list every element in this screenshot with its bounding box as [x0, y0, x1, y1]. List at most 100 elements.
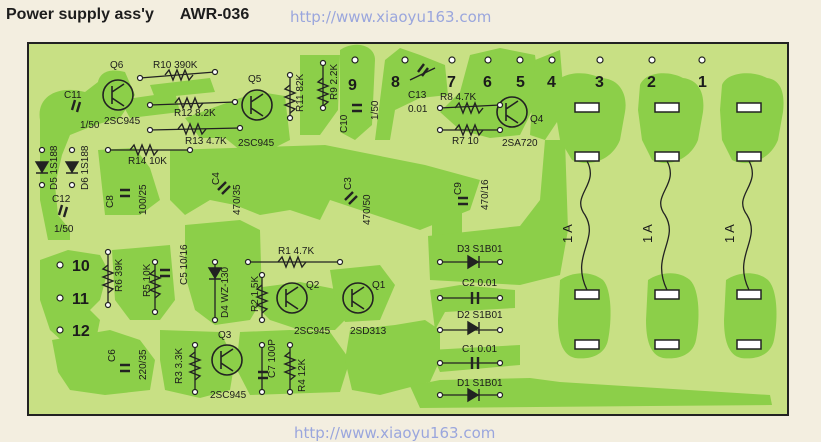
diode-d4: [207, 267, 223, 280]
label-c6: C6: [107, 349, 118, 362]
capacitor-c10: [352, 103, 362, 113]
diode-d3: [467, 254, 480, 270]
diode-d6: [64, 161, 80, 174]
resistor-r6: [101, 264, 115, 294]
label-r4: R4 12K: [297, 358, 308, 392]
label-c1: C1 0.01: [462, 344, 497, 355]
solder-holes: [38, 56, 706, 399]
label-r14: R14 10K: [128, 156, 167, 167]
resistor-r4: [283, 351, 297, 381]
label-c11-v: 1/50: [80, 120, 100, 131]
resistor-r3: [188, 351, 202, 381]
label-r8: R8 4.7K: [440, 92, 476, 103]
diode-d2: [467, 320, 480, 336]
label-q4: Q4: [530, 114, 544, 125]
pad-5: 5: [516, 74, 525, 91]
label-r10: R10 390K: [153, 60, 198, 71]
pad-3: 3: [595, 74, 604, 91]
resistor-r8: [454, 101, 484, 115]
label-c4-v: 470/35: [232, 184, 243, 215]
label-c10: C10: [339, 114, 350, 133]
transistor-q4: [496, 96, 528, 128]
label-c13-v: 0.01: [408, 104, 428, 115]
resistor-r14: [129, 143, 159, 157]
label-c13: C13: [408, 90, 427, 101]
pad-12: 12: [72, 323, 90, 340]
diode-symbols: [34, 161, 480, 403]
watermark-top: http://www.xiaoyu163.com: [290, 8, 492, 26]
label-q3: Q3: [218, 330, 232, 341]
component-labels: Q6 2SC945 R10 390K R12 8.2K Q5 2SC945 R1…: [49, 60, 544, 401]
label-c9-v: 470/16: [480, 179, 491, 210]
pad-1: 1: [698, 74, 707, 91]
capacitor-c7: [258, 370, 268, 380]
label-q5-type: 2SC945: [238, 138, 275, 149]
resistor-r5: [148, 269, 162, 299]
label-q2-type: 2SC945: [294, 326, 331, 337]
capacitor-c1: [470, 357, 480, 369]
label-c11: C11: [64, 90, 82, 101]
resistor-r1: [277, 255, 307, 269]
label-d4: D4 WZ-130: [220, 266, 231, 318]
label-r6: R6 39K: [114, 258, 125, 292]
pad-7: 7: [447, 74, 456, 91]
label-c3: C3: [343, 177, 354, 190]
diagram-title: Power supply ass'y AWR-036: [6, 6, 275, 24]
label-d2: D2 S1B01: [457, 310, 503, 321]
capacitor-bodies: [57, 63, 480, 380]
transistor-symbols: [102, 79, 528, 376]
label-c12-v: 1/50: [54, 224, 74, 235]
label-c9: C9: [453, 182, 464, 195]
diode-d5: [34, 161, 50, 174]
label-q4-type: 2SA720: [502, 138, 538, 149]
label-c10-v: 1/50: [370, 100, 381, 120]
fuse-rating-3: 1 A: [560, 224, 575, 243]
transistor-q3: [211, 344, 243, 376]
capacitor-c13: [417, 63, 429, 77]
label-d5: D5 1S188: [49, 145, 60, 190]
label-c7: C7 100P: [267, 339, 278, 378]
pad-4: 4: [547, 74, 556, 91]
label-r13: R13 4.7K: [185, 136, 227, 147]
resistor-r12: [174, 96, 204, 110]
fuse-rating-2: 1 A: [640, 224, 655, 243]
resistor-r7: [454, 123, 484, 137]
label-q2: Q2: [306, 280, 320, 291]
label-c3-v: 470/50: [362, 194, 373, 225]
title-text: Power supply ass'y: [6, 6, 154, 23]
capacitor-c9: [458, 196, 468, 206]
fuse-ratings: 1 A 1 A 1 A: [560, 224, 737, 243]
capacitor-c8: [120, 188, 130, 198]
transistor-q5: [241, 89, 273, 121]
transistor-q2: [276, 282, 308, 314]
resistor-r13: [177, 122, 207, 136]
label-d1: D1 S1B01: [457, 378, 503, 389]
label-c4: C4: [211, 172, 222, 185]
label-r3: R3 3.3K: [174, 348, 185, 384]
label-r2: R2 1.5K: [250, 276, 261, 312]
pad-8: 8: [391, 74, 400, 91]
connector-numbers: 9 8 7 6 5 4 3 2 1 10 11 12: [72, 74, 707, 340]
diode-d1: [467, 387, 480, 403]
capacitor-c12: [57, 204, 69, 218]
pad-10: 10: [72, 258, 90, 275]
model-text: AWR-036: [179, 6, 250, 23]
label-q6: Q6: [110, 60, 124, 71]
label-r7: R7 10: [452, 136, 479, 147]
label-r12: R12 8.2K: [174, 108, 216, 119]
label-q1-type: 2SD313: [350, 326, 387, 337]
transistor-q1: [342, 282, 374, 314]
label-q6-type: 2SC945: [104, 116, 141, 127]
capacitor-c11: [70, 99, 82, 113]
label-r1: R1 4.7K: [278, 246, 314, 257]
pad-2: 2: [647, 74, 656, 91]
copper-traces: [39, 44, 784, 408]
capacitor-c5: [160, 268, 170, 278]
capacitor-c2: [470, 292, 480, 304]
capacitor-c3: [344, 191, 358, 205]
pad-11: 11: [72, 291, 89, 308]
label-c5: C5 10/16: [179, 244, 190, 285]
resistor-r9: [316, 77, 330, 107]
label-d3: D3 S1B01: [457, 244, 503, 255]
